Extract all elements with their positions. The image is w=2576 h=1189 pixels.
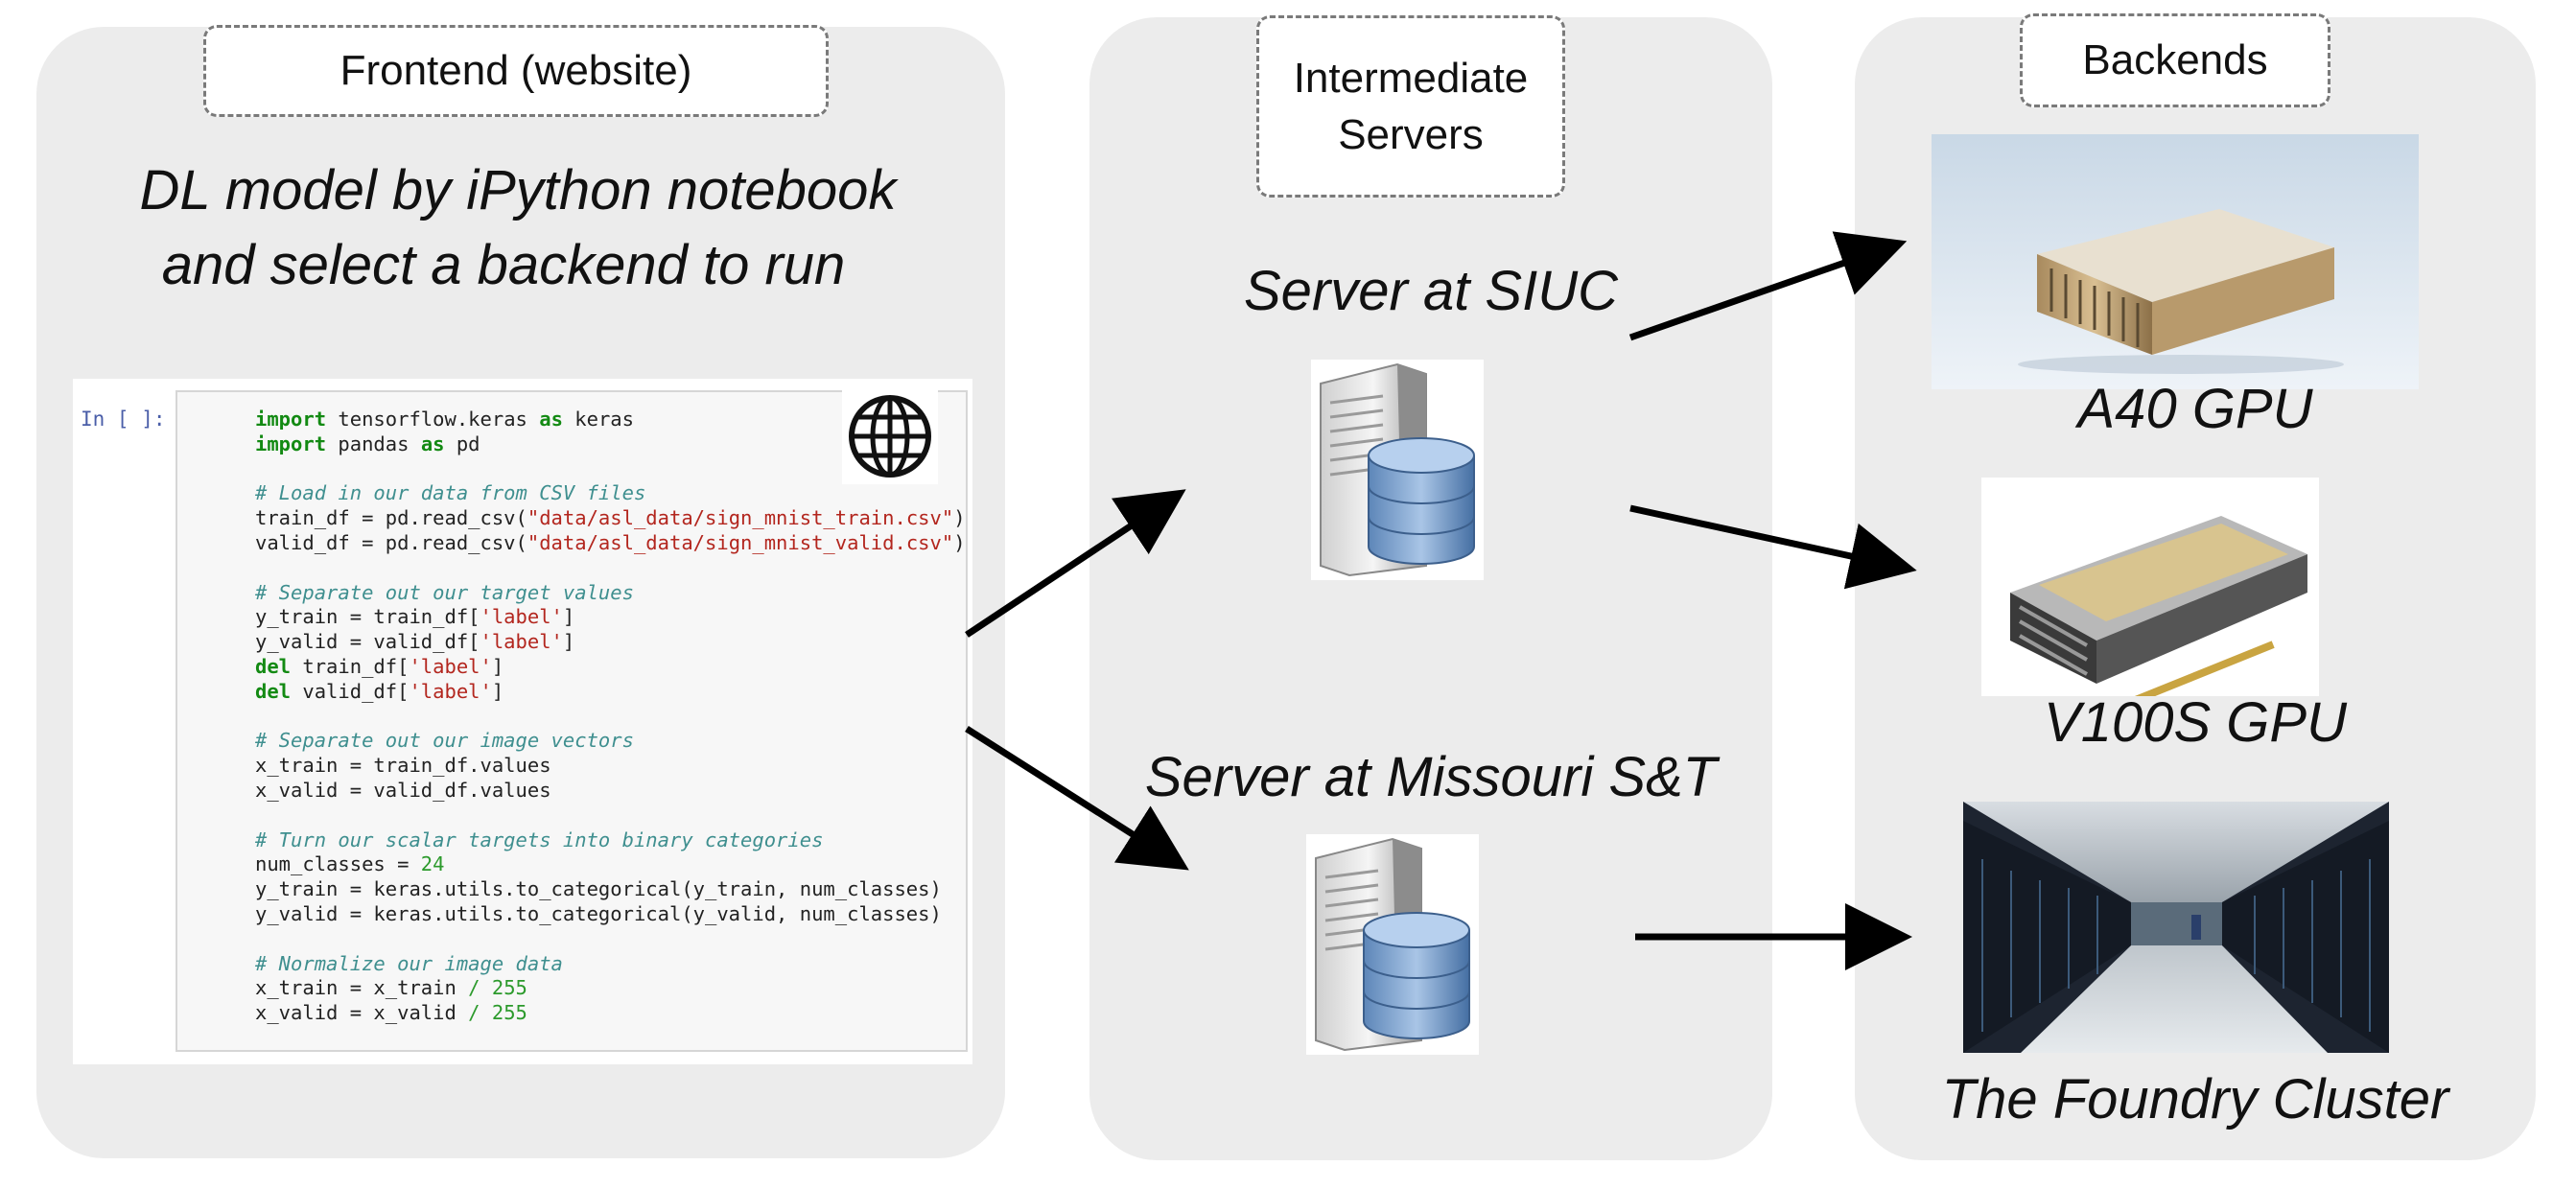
code-token: as — [420, 431, 445, 455]
code-line: y_valid = valid_df['label'] — [255, 630, 966, 655]
code-line: x_train = x_train / 255 — [255, 976, 966, 1001]
code-line: y_valid = keras.utils.to_categorical(y_v… — [255, 902, 966, 927]
arrow-siuc-to-a40 — [1628, 231, 1908, 341]
code-token: y_valid = valid_df[ — [255, 630, 480, 654]
backend-label-v100s: V100S GPU — [2044, 691, 2347, 754]
code-token: ) — [953, 530, 966, 554]
code-line: # Load in our data from CSV files — [255, 481, 966, 506]
code-token: pd — [444, 431, 480, 455]
code-token: valid_df = pd.read_csv( — [255, 530, 527, 554]
code-token: x_valid = x_valid — [255, 1001, 469, 1025]
code-token: del — [255, 679, 292, 703]
code-line: num_classes = 24 — [255, 852, 966, 877]
code-token: / 255 — [468, 976, 527, 1000]
code-token: del — [255, 654, 292, 678]
code-token: ) — [953, 506, 966, 530]
code-token: import — [255, 408, 327, 431]
code-token: # Normalize our image data — [255, 951, 563, 975]
code-line: x_train = train_df.values — [255, 754, 966, 779]
code-token: keras — [562, 408, 634, 431]
code-token: 'label' — [409, 679, 492, 703]
code-token: y_valid = keras.utils.to_categorical(y_v… — [255, 901, 942, 925]
code-token: train_df[ — [291, 654, 410, 678]
frontend-tag: Frontend (website) — [203, 25, 829, 117]
frontend-description: DL model by iPython notebook and select … — [67, 153, 969, 304]
code-line: del train_df['label'] — [255, 655, 966, 680]
code-token: as — [539, 408, 563, 431]
backend-label-a40: A40 GPU — [2077, 378, 2313, 440]
frontend-tag-label: Frontend (website) — [340, 47, 692, 95]
intermediate-tag-line2: Servers — [1338, 111, 1484, 158]
code-token: tensorflow.keras — [326, 408, 540, 431]
notebook-prompt: In [ ]: — [81, 408, 166, 431]
server-database-icon — [1306, 834, 1479, 1055]
server-database-icon — [1311, 360, 1484, 580]
code-line: # Separate out our image vectors — [255, 729, 966, 754]
code-token: ] — [562, 630, 575, 654]
arrow-frontend-to-missouri — [965, 726, 1189, 871]
code-token: # Turn our scalar targets into binary ca… — [255, 828, 824, 851]
a40-gpu-image — [1932, 134, 2419, 389]
code-line: x_valid = x_valid / 255 — [255, 1001, 966, 1026]
code-token: "data/asl_data/sign_mnist_valid.csv" — [527, 530, 954, 554]
code-line: # Normalize our image data — [255, 952, 966, 977]
code-token: train_df = pd.read_csv( — [255, 506, 527, 530]
code-token: 'label' — [480, 605, 563, 629]
code-line: y_train = keras.utils.to_categorical(y_t… — [255, 877, 966, 902]
code-line: import tensorflow.keras as keras — [255, 408, 966, 432]
code-token: y_train = keras.utils.to_categorical(y_t… — [255, 877, 942, 901]
code-token: num_classes = — [255, 852, 421, 876]
code-line: x_valid = valid_df.values — [255, 779, 966, 804]
code-token: # Load in our data from CSV files — [255, 481, 646, 505]
code-line: y_train = train_df['label'] — [255, 605, 966, 630]
code-token: x_valid = valid_df.values — [255, 778, 551, 802]
code-token: 24 — [420, 852, 445, 876]
code-token: valid_df[ — [291, 679, 410, 703]
code-token: ] — [491, 654, 504, 678]
intermediate-tag: Intermediate Servers — [1256, 15, 1565, 198]
code-line: train_df = pd.read_csv("data/asl_data/si… — [255, 506, 966, 531]
code-token: import — [255, 431, 327, 455]
backends-tag: Backends — [2020, 13, 2330, 107]
frontend-description-line1: DL model by iPython notebook — [139, 159, 897, 221]
code-token: pandas — [326, 431, 421, 455]
backends-tag-label: Backends — [2082, 36, 2268, 84]
arrow-frontend-to-siuc — [965, 489, 1186, 638]
intermediate-tag-line1: Intermediate — [1293, 54, 1529, 102]
backend-label-foundry: The Foundry Cluster — [1941, 1068, 2449, 1131]
code-token: / 255 — [468, 1001, 527, 1025]
code-line: import pandas as pd — [255, 432, 966, 457]
frontend-description-line2: and select a backend to run — [161, 234, 846, 297]
arrow-siuc-to-v100s — [1629, 504, 1917, 590]
notebook-cell: In [ ]: import tensorflow.keras as keras… — [73, 379, 972, 1064]
globe-icon — [842, 388, 938, 484]
server-siuc-label: Server at SIUC — [1244, 260, 1618, 322]
code-token: ] — [491, 679, 504, 703]
code-token: ] — [562, 605, 575, 629]
code-line: # Turn our scalar targets into binary ca… — [255, 828, 966, 853]
code-line: del valid_df['label'] — [255, 680, 966, 705]
notebook-code-area[interactable] — [176, 390, 968, 1052]
server-missouri-label: Server at Missouri S&T — [1144, 746, 1718, 808]
code-token: y_train = train_df[ — [255, 605, 480, 629]
code-token: x_train = train_df.values — [255, 754, 551, 778]
code-line: valid_df = pd.read_csv("data/asl_data/si… — [255, 531, 966, 556]
code-token: 'label' — [409, 654, 492, 678]
code-token: "data/asl_data/sign_mnist_train.csv" — [527, 506, 954, 530]
foundry-cluster-image — [1963, 802, 2389, 1053]
code-token: # Separate out our target values — [255, 580, 634, 604]
code-token: # Separate out our image vectors — [255, 729, 634, 753]
code-token: 'label' — [480, 630, 563, 654]
code-line: # Separate out our target values — [255, 581, 966, 606]
code-token: x_train = x_train — [255, 976, 469, 1000]
v100s-gpu-image — [1981, 478, 2319, 696]
